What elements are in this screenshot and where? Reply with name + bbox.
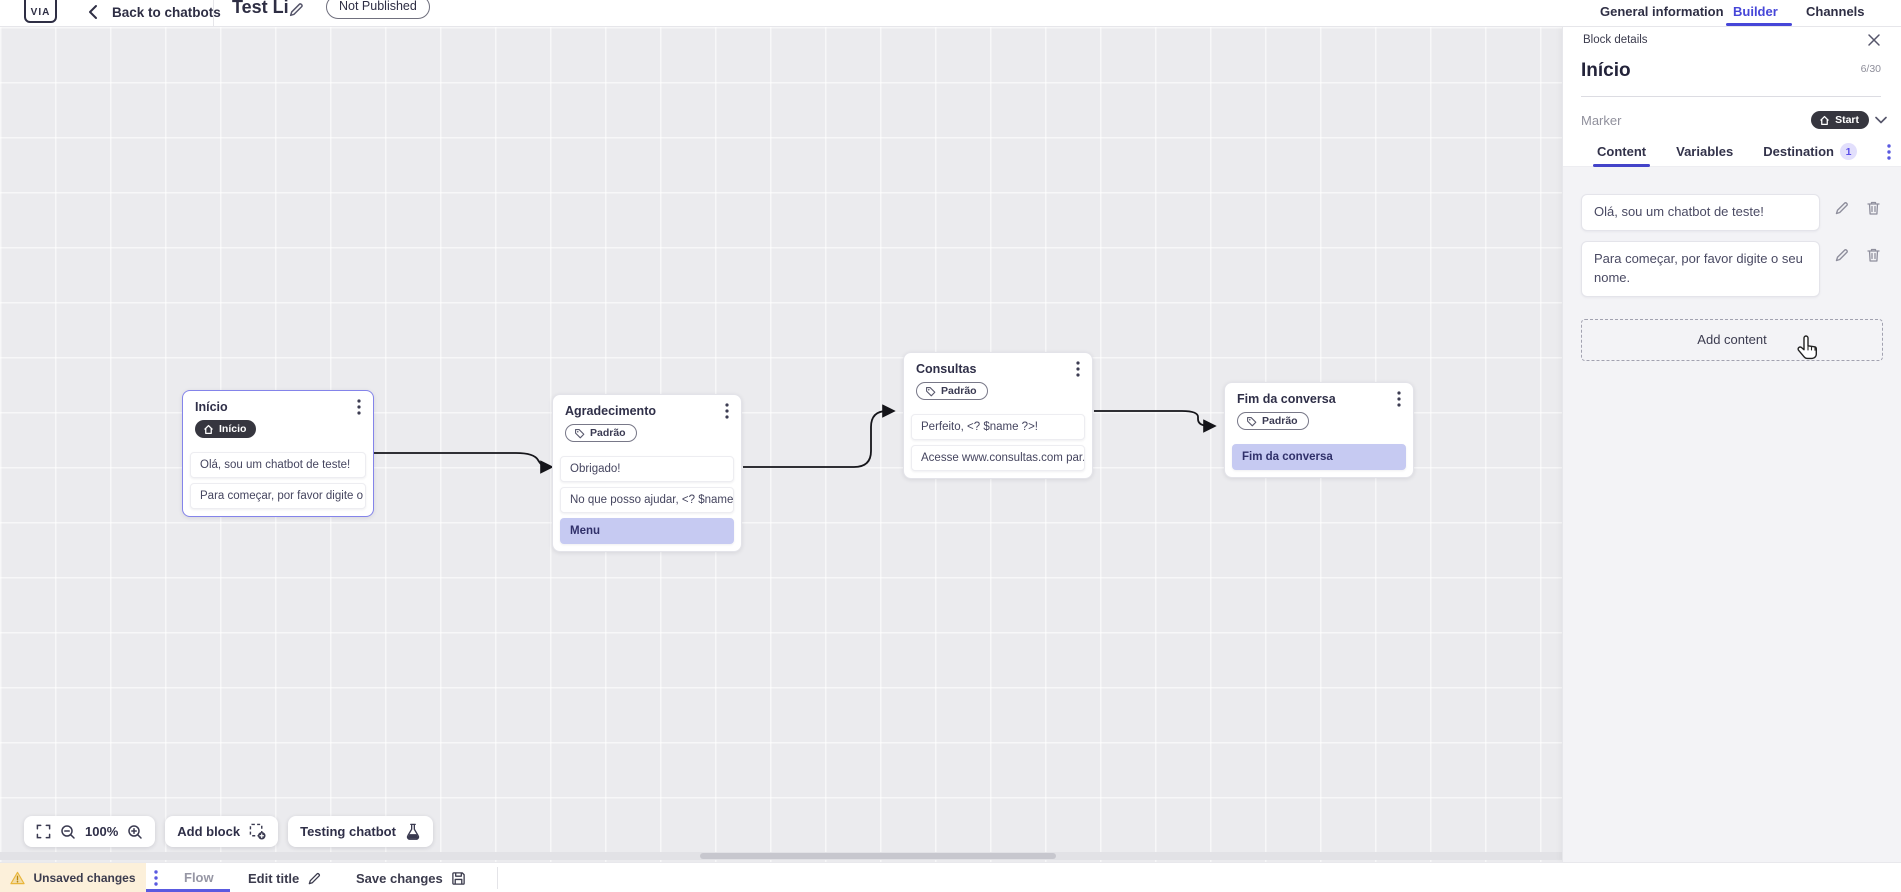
home-icon [1820,115,1829,125]
panel-header-bar: Block details [1563,27,1901,53]
panel-tabs: Content Variables Destination 1 [1563,137,1901,167]
content-item-row: Para começar, por favor digite o seu nom… [1581,240,1883,297]
zoom-controls: 100% [24,816,156,847]
tab-general-information[interactable]: General information [1600,4,1724,19]
app-logo: VIA [24,0,57,23]
flask-icon [405,823,421,840]
close-panel-icon[interactable] [1867,33,1881,47]
node-message-row[interactable]: Obrigado! [560,455,734,482]
edit-content-icon[interactable] [1834,200,1850,216]
content-item-row: Olá, sou um chatbot de teste! [1581,194,1883,231]
canvas-controls: 100% Add block Testing chatbot [24,816,433,847]
bottom-bar: Unsaved changes Flow Edit title Save cha… [0,862,1901,892]
node-title: Fim da conversa [1237,392,1336,406]
node-menu-icon[interactable] [1397,391,1401,407]
start-marker-pill[interactable]: Start [1811,111,1869,129]
node-title: Consultas [916,362,977,376]
marker-row: Marker Start [1581,111,1887,129]
marker-label: Marker [1581,112,1622,128]
flow-node-fim-da-conversa[interactable]: Fim da conversa Padrão Fim da conversa [1224,382,1414,478]
node-message-row[interactable]: Acesse www.consultas.com par... [911,444,1085,471]
status-badge: Not Published [326,0,430,19]
tab-destination[interactable]: Destination 1 [1763,137,1858,167]
tab-variables[interactable]: Variables [1676,143,1734,159]
unsaved-changes-indicator: Unsaved changes [0,863,146,892]
chatbot-title: Test Li [232,0,289,17]
tag-badge: Padrão [565,424,637,442]
flow-tab-underline [146,889,230,892]
flow-node-inicio[interactable]: Início Início Olá, sou um chatbot de tes… [182,390,374,517]
tag-badge: Padrão [1237,412,1309,430]
home-icon [204,424,213,434]
horizontal-scrollbar[interactable] [0,852,1562,860]
panel-menu-icon[interactable] [1887,143,1891,160]
node-menu-icon[interactable] [1076,361,1080,377]
add-block-button[interactable]: Add block [165,816,279,847]
tag-icon [926,386,936,396]
node-action-row[interactable]: Menu [560,517,734,544]
zoom-level: 100% [85,824,119,839]
edit-title-button[interactable]: Edit title [248,863,322,892]
tab-flow[interactable]: Flow [184,870,214,885]
zoom-out-icon[interactable] [60,824,76,840]
tab-channels[interactable]: Channels [1806,4,1865,19]
block-name-row: Início 6/30 [1581,60,1881,97]
node-message-row[interactable]: Olá, sou um chatbot de teste! [190,451,366,478]
zoom-in-icon[interactable] [127,824,143,840]
delete-content-icon[interactable] [1866,247,1881,263]
start-marker-badge: Início [195,420,257,438]
destination-count-badge: 1 [1840,143,1858,160]
tag-icon [575,428,585,438]
content-message-box[interactable]: Olá, sou um chatbot de teste! [1581,194,1820,231]
panel-header-title: Block details [1583,34,1648,46]
delete-content-icon[interactable] [1866,200,1881,216]
flow-node-agradecimento[interactable]: Agradecimento Padrão Obrigado! No que po… [552,394,742,552]
add-block-icon [249,823,266,840]
node-menu-icon[interactable] [725,403,729,419]
block-name-input[interactable]: Início [1581,60,1631,81]
add-content-button[interactable]: Add content [1581,318,1883,361]
tag-icon [1247,416,1257,426]
content-tab-body: Olá, sou um chatbot de teste! Para começ… [1563,167,1901,862]
node-title: Início [195,400,228,414]
node-menu-icon[interactable] [357,399,361,415]
tab-content[interactable]: Content [1592,137,1651,167]
block-details-panel: Block details Início 6/30 Marker Start [1562,27,1901,862]
flow-node-consultas[interactable]: Consultas Padrão Perfeito, <? $name ?>! … [903,352,1093,479]
warning-icon [10,871,26,885]
testing-chatbot-button[interactable]: Testing chatbot [288,816,433,847]
edit-content-icon[interactable] [1834,247,1850,263]
topbar-divider [213,0,214,26]
marker-select[interactable]: Start [1811,111,1887,129]
node-message-row[interactable]: No que posso ajudar, <? $name ... [560,486,734,513]
node-message-row[interactable]: Perfeito, <? $name ?>! [911,413,1085,440]
node-action-row[interactable]: Fim da conversa [1232,443,1406,470]
pencil-icon [308,872,321,884]
active-tab-underline [1726,23,1792,26]
flow-menu-icon[interactable] [154,870,158,886]
tab-builder[interactable]: Builder [1733,4,1778,19]
top-bar: VIA Back to chatbots Test Li Not Publish… [0,0,1901,27]
node-message-row[interactable]: Para começar, por favor digite o ... [190,482,366,509]
fit-screen-icon[interactable] [36,824,51,839]
chevron-down-icon[interactable] [1875,116,1887,124]
scrollbar-thumb[interactable] [700,853,1056,859]
bottombar-divider [497,867,498,889]
tag-badge: Padrão [916,382,988,400]
content-message-box[interactable]: Para começar, por favor digite o seu nom… [1581,240,1820,297]
save-changes-button[interactable]: Save changes [356,863,466,892]
name-char-counter: 6/30 [1860,63,1881,75]
flow-canvas[interactable]: Início Início Olá, sou um chatbot de tes… [0,27,1562,862]
node-title: Agradecimento [565,404,656,418]
save-icon [451,871,465,885]
back-to-chatbots-link[interactable]: Back to chatbots [112,5,221,20]
